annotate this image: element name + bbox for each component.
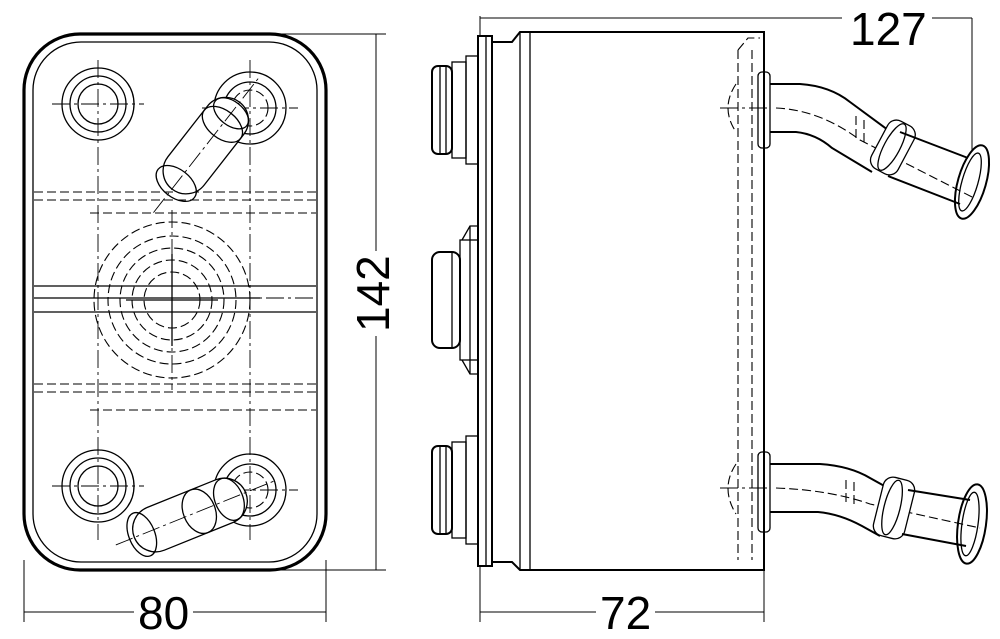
front-inner-plate: [32, 41, 318, 563]
dimension-overall-label: 127: [846, 6, 931, 52]
nipple-top: [431, 55, 479, 165]
dimension-depth-label: 72: [596, 590, 656, 636]
front-outer-plate: [22, 32, 328, 572]
pipe-upper: [720, 71, 991, 220]
fitting-middle: [431, 225, 479, 375]
port-top-left: [52, 67, 144, 141]
center-boss: [93, 221, 251, 379]
pipe-lower: [720, 451, 988, 565]
port-bottom-right: [115, 453, 298, 558]
dimension-width-label: 80: [134, 590, 194, 636]
side-view: [431, 31, 991, 571]
port-bottom-left: [52, 449, 144, 523]
port-top-right: [153, 71, 298, 213]
front-view: [22, 32, 328, 572]
nipple-bottom: [431, 435, 479, 545]
side-base-plate: [477, 35, 493, 567]
side-body: [492, 31, 765, 571]
dimension-height-label: 142: [347, 251, 399, 336]
